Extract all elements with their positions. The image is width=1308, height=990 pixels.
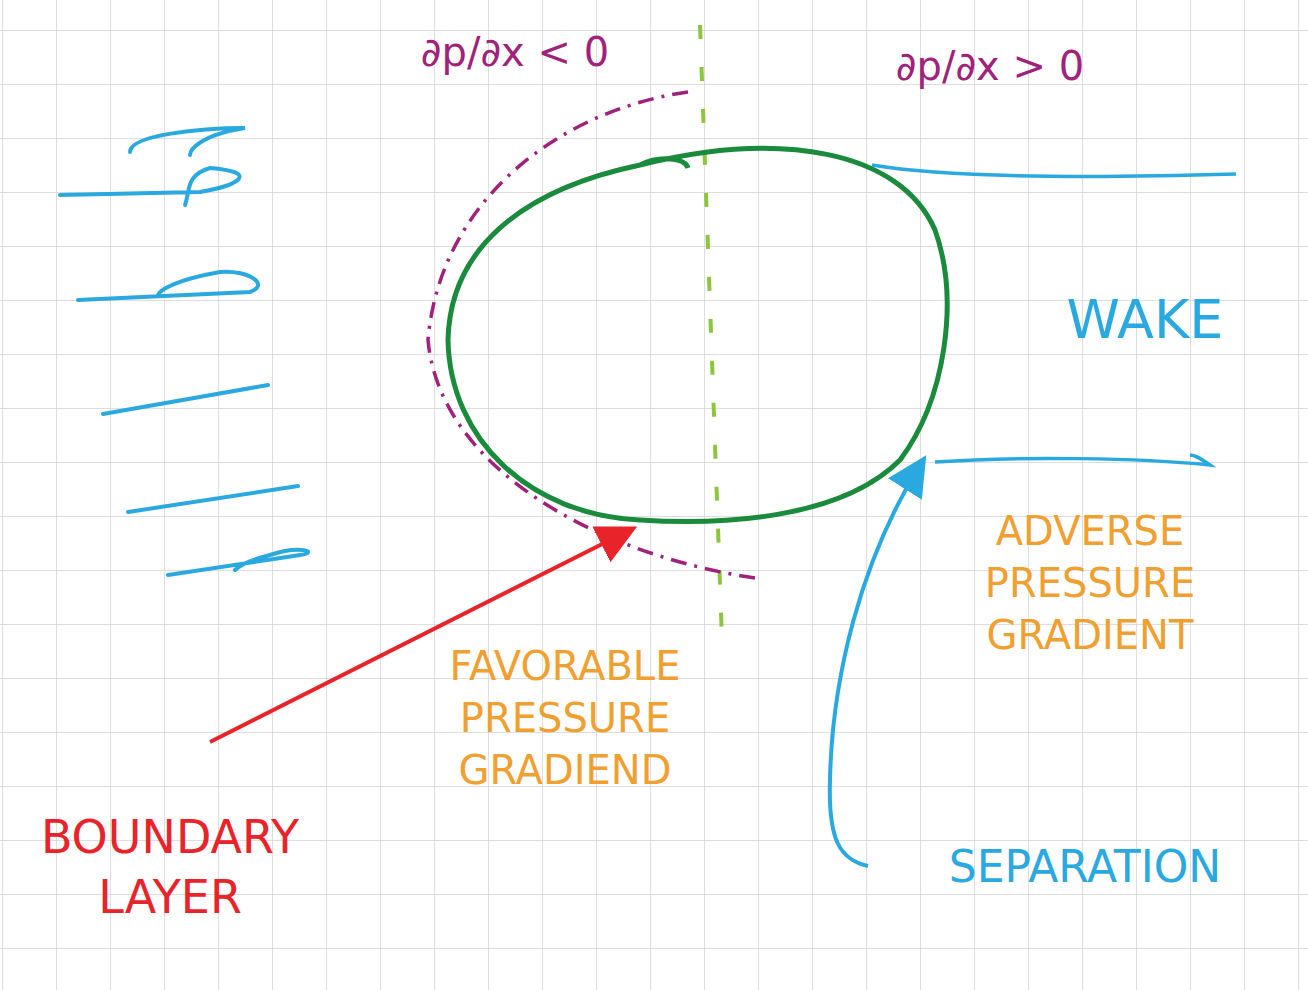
- pressure-gradient-label: ∂p/∂x < 0: [395, 26, 635, 78]
- lower-streamline: [935, 455, 1210, 465]
- annotation-label: FAVORABLE PRESSURE GRADIEND: [420, 640, 710, 796]
- cylinder: [448, 148, 947, 521]
- annotation-label: ADVERSE PRESSURE GRADIENT: [950, 505, 1230, 661]
- leader-arrow: [830, 462, 922, 866]
- upper-streamline: [872, 165, 1236, 176]
- region-label: WAKE: [1010, 285, 1280, 355]
- symmetry-line: [700, 25, 722, 640]
- freestream-lines: [60, 128, 308, 575]
- pressure-gradient-label: ∂p/∂x > 0: [870, 40, 1110, 92]
- annotation-label: SEPARATION: [880, 838, 1290, 895]
- annotation-label: BOUNDARY LAYER: [10, 808, 330, 928]
- boundary-layer-line: [428, 92, 755, 578]
